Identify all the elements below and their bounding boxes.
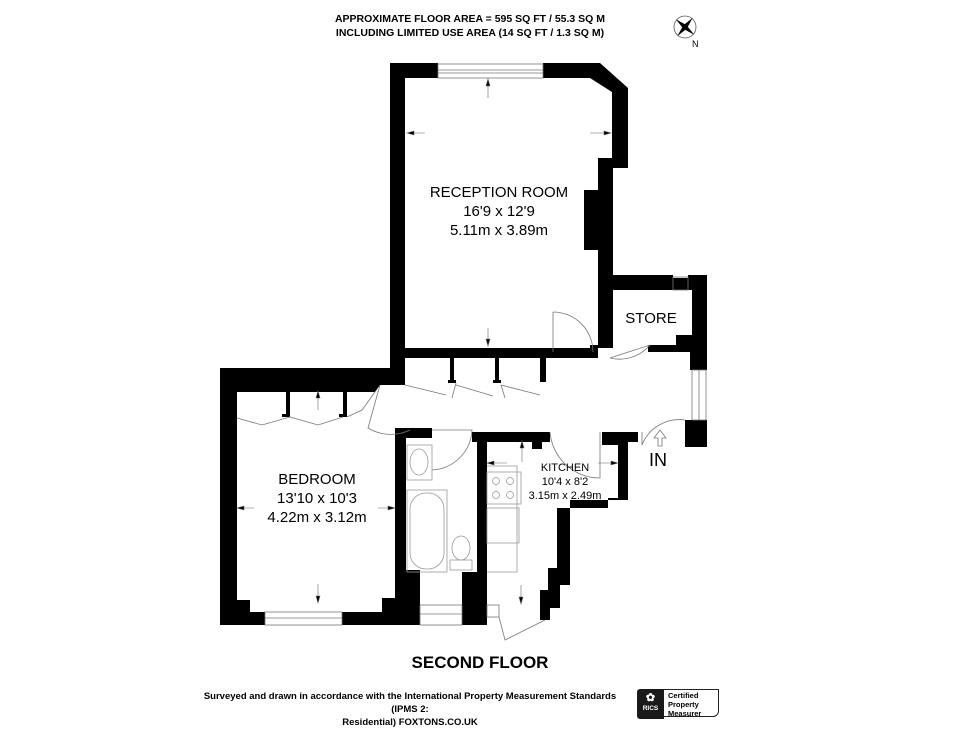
badge-line-1: Certified bbox=[668, 691, 699, 700]
dimension-arrows bbox=[235, 77, 620, 606]
badge-line-3: Measurer bbox=[668, 709, 702, 718]
rics-certification: Certified Property Measurer bbox=[664, 689, 719, 718]
survey-footer: Surveyed and drawn in accordance with th… bbox=[195, 690, 625, 729]
entrance-right-wall bbox=[685, 420, 707, 447]
windows bbox=[264, 63, 707, 626]
entrance-arrow-icon bbox=[653, 429, 667, 447]
bedroom-bathroom-wall bbox=[395, 428, 406, 625]
kitchen-sink bbox=[486, 507, 520, 544]
rics-org-label: RICS bbox=[642, 705, 659, 712]
floor-area-header: APPROXIMATE FLOOR AREA = 595 SQ FT / 55.… bbox=[290, 12, 650, 40]
room-name: KITCHEN bbox=[540, 462, 590, 474]
floor-title: SECOND FLOOR bbox=[411, 653, 549, 672]
footer-line-1: Surveyed and drawn in accordance with th… bbox=[203, 691, 617, 715]
room-store: STORE bbox=[612, 309, 690, 328]
room-reception: RECEPTION ROOM 16'9 x 12'9 5.11m x 3.89m bbox=[404, 183, 594, 240]
store-walls bbox=[598, 275, 707, 370]
room-metric: 4.22m x 3.12m bbox=[267, 509, 367, 526]
rics-logo: ✿ RICS bbox=[637, 689, 664, 719]
kitchen-right-wall bbox=[540, 432, 638, 620]
rics-badge: ✿ RICS Certified Property Measurer bbox=[637, 689, 721, 719]
room-bedroom: BEDROOM 13'10 x 10'3 4.22m x 3.12m bbox=[237, 470, 397, 527]
floor-area-limited-use: INCLUDING LIMITED USE AREA (14 SQ FT / 1… bbox=[335, 27, 605, 39]
compass-rose-icon: N bbox=[668, 12, 708, 52]
room-metric: 5.11m x 3.89m bbox=[449, 222, 549, 239]
fixtures bbox=[406, 444, 522, 573]
room-name: RECEPTION ROOM bbox=[429, 184, 569, 201]
room-imperial: 16'9 x 12'9 bbox=[463, 203, 535, 220]
footer-line-2: Residential) FOXTONS.CO.UK bbox=[342, 717, 478, 728]
room-name: BEDROOM bbox=[278, 471, 356, 488]
entrance-label: IN bbox=[649, 450, 667, 470]
door-swings bbox=[236, 311, 686, 641]
room-imperial: 13'10 x 10'3 bbox=[277, 490, 357, 507]
compass-north-label: N bbox=[692, 39, 699, 49]
floor-area-total: APPROXIMATE FLOOR AREA = 595 SQ FT / 55.… bbox=[334, 13, 606, 25]
badge-line-2: Property bbox=[668, 700, 699, 709]
room-imperial: 10'4 x 8'2 bbox=[541, 476, 589, 488]
walls bbox=[220, 63, 707, 625]
room-name: STORE bbox=[625, 310, 677, 327]
bathroom-sink bbox=[406, 444, 433, 481]
toilet bbox=[451, 535, 471, 561]
room-metric: 3.15m x 2.49m bbox=[528, 490, 602, 502]
rics-emblem-icon: ✿ bbox=[645, 692, 656, 704]
bathtub bbox=[406, 489, 448, 573]
chimney-breast bbox=[584, 190, 600, 250]
room-kitchen: KITCHEN 10'4 x 8'2 3.15m x 2.49m bbox=[510, 461, 620, 503]
hob bbox=[486, 471, 522, 505]
